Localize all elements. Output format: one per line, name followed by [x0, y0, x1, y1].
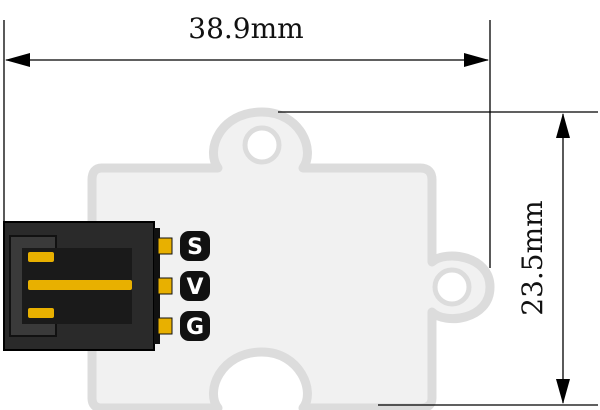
pin-text-s: S	[187, 235, 203, 260]
solder-pad-s	[157, 237, 173, 255]
height-arrow-bottom	[556, 379, 570, 404]
pin-badge-s	[180, 231, 210, 261]
width-label: 38.9mm	[188, 12, 303, 45]
solder-pad-g	[157, 317, 173, 335]
pin-badge-v	[180, 271, 210, 301]
solder-pad-v	[157, 277, 173, 295]
pin-label-g: G	[180, 311, 210, 341]
height-label: 23.5mm	[516, 200, 549, 315]
connector-pin-v	[28, 280, 132, 290]
height-arrow-top	[556, 113, 570, 138]
pin-text-g: G	[186, 315, 204, 340]
width-arrow-left	[5, 53, 30, 67]
pin-label-v: V	[180, 271, 210, 301]
pin-text-v: V	[186, 275, 203, 300]
height-dimension: 23.5mm	[278, 111, 598, 406]
pin-badge-g	[180, 311, 210, 341]
pin-label-s: S	[180, 231, 210, 261]
mounting-hole-right	[432, 267, 472, 307]
mounting-hole-top	[242, 125, 282, 165]
width-arrow-right	[464, 53, 489, 67]
width-dimension: 38.9mm	[3, 12, 491, 268]
connector-pin-s	[28, 252, 54, 262]
pin-labels: S V G	[180, 231, 210, 341]
connector-pin-g	[28, 308, 54, 318]
connector	[3, 221, 173, 351]
connector-back-plate	[154, 228, 160, 344]
